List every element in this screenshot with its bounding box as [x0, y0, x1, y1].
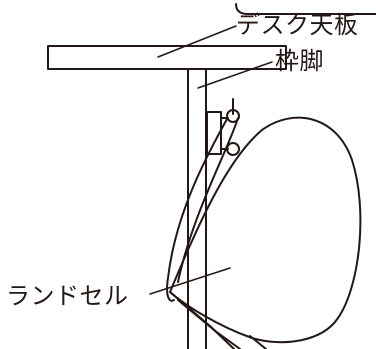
desk-top-leader — [157, 25, 237, 58]
hook-lower — [226, 142, 240, 156]
hook-upper — [226, 109, 240, 123]
hook-bracket — [206, 111, 229, 155]
frame-leg-leader — [197, 61, 273, 89]
frame-leg-label: 枠脚 — [275, 47, 324, 75]
randoseru-leader — [149, 267, 231, 295]
randoseru-bottom-lines — [169, 291, 267, 349]
label-frame-edge — [235, 3, 376, 15]
desk-top-label: デスク天板 — [236, 11, 359, 39]
desk-top-board — [47, 45, 287, 70]
randoseru-body — [169, 116, 362, 344]
randoseru-label: ランドセル — [6, 282, 129, 310]
